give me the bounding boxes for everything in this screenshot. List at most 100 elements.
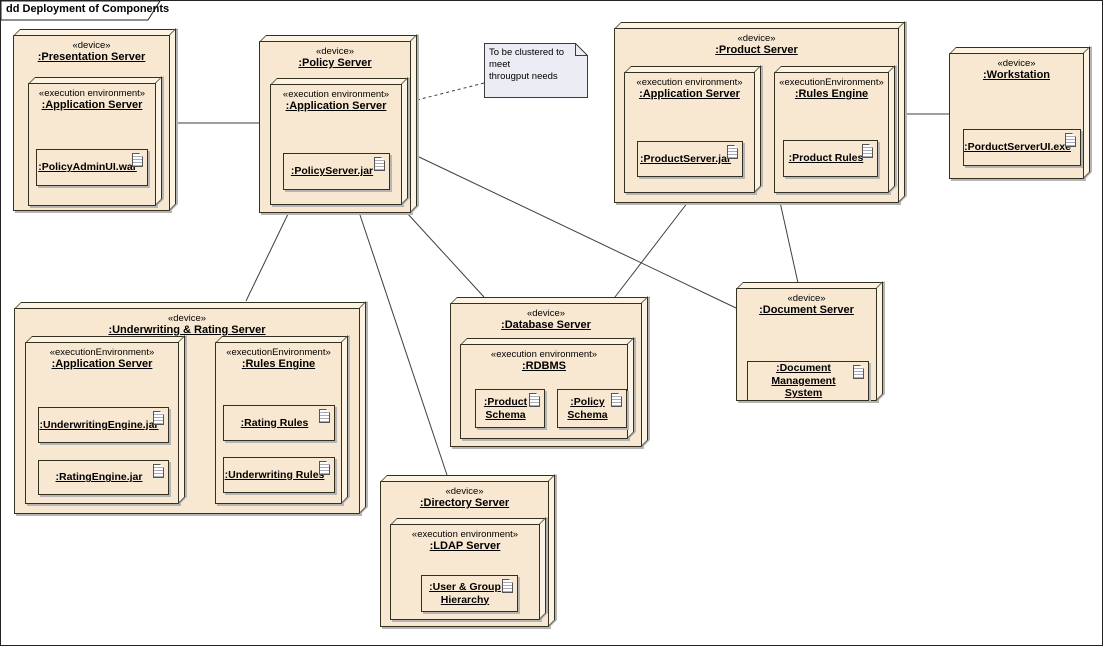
artifact-underwriting-rules[interactable]: :Underwriting Rules (223, 457, 335, 493)
device-name: :Underwriting & Rating Server (108, 324, 266, 336)
artifact-document-icon (153, 464, 164, 478)
note-text: To be clustered to meet througput needs (489, 47, 564, 82)
env-application-server[interactable]: «execution environment» :Application Ser… (28, 83, 156, 206)
env-stereotype: «executionEnvironment» (226, 347, 331, 358)
env-rules-engine[interactable]: «executionEnvironment» :Rules Engine :Ra… (215, 342, 342, 504)
artifact-name: :Rating Rules (240, 416, 309, 429)
artifact-name: :ProductServer.jar (639, 152, 732, 165)
device-stereotype: «device» (526, 308, 566, 319)
env-name: :RDBMS (522, 360, 566, 372)
artifact-product-server-jar[interactable]: :ProductServer.jar (637, 141, 743, 177)
env-name: :Application Server (41, 99, 143, 111)
artifact-policy-admin-ui[interactable]: :PolicyAdminUI.war (36, 149, 148, 186)
device-name: :Product Server (715, 44, 798, 56)
device-document-server[interactable]: «device» :Document Server :Document Mana… (736, 288, 877, 401)
artifact-document-icon (1065, 133, 1076, 147)
device-name: :Database Server (501, 319, 591, 331)
artifact-document-icon (319, 409, 330, 423)
artifact-name: :PolicyAdminUI.war (38, 161, 137, 174)
artifact-name: :PorductServerUI.exe (964, 141, 1071, 154)
artifact-name: :PolicyServer.jar (290, 165, 374, 178)
link-policy-directory[interactable] (358, 211, 450, 482)
artifact-name: :Product Rules (788, 152, 864, 165)
device-policy-server[interactable]: «device» :Policy Server «execution envir… (259, 41, 411, 213)
artifact-document-icon (319, 461, 330, 475)
artifact-user-group-hierarchy[interactable]: :User & Group Hierarchy (421, 575, 518, 612)
device-name: :Workstation (982, 69, 1051, 81)
device-name: :Directory Server (419, 497, 510, 509)
env-name: :Rules Engine (794, 88, 869, 100)
env-stereotype: «execution environment» (636, 77, 743, 88)
env-stereotype: «execution environment» (282, 89, 390, 100)
device-name: :Presentation Server (37, 51, 146, 63)
artifact-document-icon (853, 365, 864, 379)
env-application-server[interactable]: «execution environment» :Application Ser… (624, 72, 755, 193)
env-name: :Application Server (639, 88, 740, 100)
link-policy-document[interactable] (416, 155, 737, 309)
link-policy-underwriting[interactable] (245, 211, 290, 302)
artifact-document-icon (529, 393, 540, 407)
device-stereotype: «device» (445, 486, 484, 497)
link-policy-database[interactable] (406, 212, 485, 298)
env-rules-engine[interactable]: «executionEnvironment» :Rules Engine :Pr… (774, 72, 889, 193)
device-stereotype: «device» (997, 58, 1036, 69)
device-name: :Document Server (759, 304, 854, 316)
artifact-name: :Underwriting Rules (224, 468, 325, 481)
artifact-document-icon (611, 393, 622, 407)
device-underwriting-rating-server[interactable]: «device» :Underwriting & Rating Server «… (14, 308, 360, 514)
artifact-name: :RatingEngine.jar (55, 471, 143, 484)
env-rdbms[interactable]: «execution environment» :RDBMS :Product … (460, 344, 628, 439)
artifact-name: :Product Schema (483, 396, 528, 421)
artifact-document-icon (374, 157, 385, 171)
device-database-server[interactable]: «device» :Database Server «execution env… (450, 303, 642, 447)
artifact-document-icon (862, 144, 873, 158)
device-name: :Policy Server (298, 57, 372, 69)
artifact-document-icon (727, 145, 738, 159)
artifact-name: :Policy Schema (567, 396, 608, 421)
artifact-document-management-system[interactable]: :Document Management System (747, 361, 869, 401)
env-name: :Application Server (51, 358, 153, 370)
link-policy-note[interactable] (416, 82, 485, 101)
artifact-name: :Document Management System (771, 362, 836, 400)
device-stereotype: «device» (787, 293, 826, 304)
artifact-porduct-server-ui[interactable]: :PorductServerUI.exe (963, 129, 1081, 166)
env-stereotype: «executionEnvironment» (779, 77, 884, 88)
artifact-product-schema[interactable]: :Product Schema (475, 389, 545, 428)
artifact-rating-rules[interactable]: :Rating Rules (223, 405, 335, 441)
artifact-underwriting-engine-jar[interactable]: :UnderwritingEngine.jar (38, 407, 169, 443)
artifact-document-icon (132, 153, 143, 167)
env-stereotype: «executionEnvironment» (49, 347, 155, 358)
env-stereotype: «execution environment» (490, 349, 598, 360)
diagram-frame-tab: dd Deployment of Components (1, 1, 169, 21)
note[interactable]: To be clustered to meet througput needs (484, 43, 588, 98)
device-product-server[interactable]: «device» :Product Server «execution envi… (614, 28, 899, 203)
artifact-product-rules[interactable]: :Product Rules (783, 140, 878, 177)
env-name: :Application Server (285, 100, 387, 112)
env-ldap-server[interactable]: «execution environment» :LDAP Server :Us… (390, 524, 540, 620)
device-presentation-server[interactable]: «device» :Presentation Server «execution… (13, 35, 170, 211)
note-shape (484, 43, 588, 98)
artifact-document-icon (502, 579, 513, 593)
env-stereotype: «execution environment» (38, 88, 146, 99)
link-product-document[interactable] (779, 201, 799, 284)
device-stereotype: «device» (72, 40, 111, 51)
env-stereotype: «execution environment» (411, 529, 519, 540)
device-directory-server[interactable]: «device» :Directory Server «execution en… (380, 481, 549, 627)
diagram-title: dd Deployment of Components (6, 3, 170, 15)
device-stereotype: «device» (167, 313, 207, 324)
artifact-document-icon (153, 411, 164, 425)
device-stereotype: «device» (315, 46, 355, 57)
env-name: :LDAP Server (429, 540, 501, 552)
artifact-rating-engine-jar[interactable]: :RatingEngine.jar (38, 460, 169, 495)
artifact-name: :UnderwritingEngine.jar (39, 418, 159, 431)
artifact-name: :User & Group Hierarchy (429, 581, 501, 606)
env-application-server[interactable]: «executionEnvironment» :Application Serv… (25, 342, 179, 504)
device-workstation[interactable]: «device» :Workstation :PorductServerUI.e… (949, 53, 1084, 179)
device-stereotype: «device» (737, 33, 776, 44)
artifact-policy-schema[interactable]: :Policy Schema (557, 389, 627, 428)
link-product-database[interactable] (614, 201, 689, 298)
env-application-server[interactable]: «execution environment» :Application Ser… (270, 84, 402, 205)
artifact-policy-server-jar[interactable]: :PolicyServer.jar (283, 153, 390, 190)
